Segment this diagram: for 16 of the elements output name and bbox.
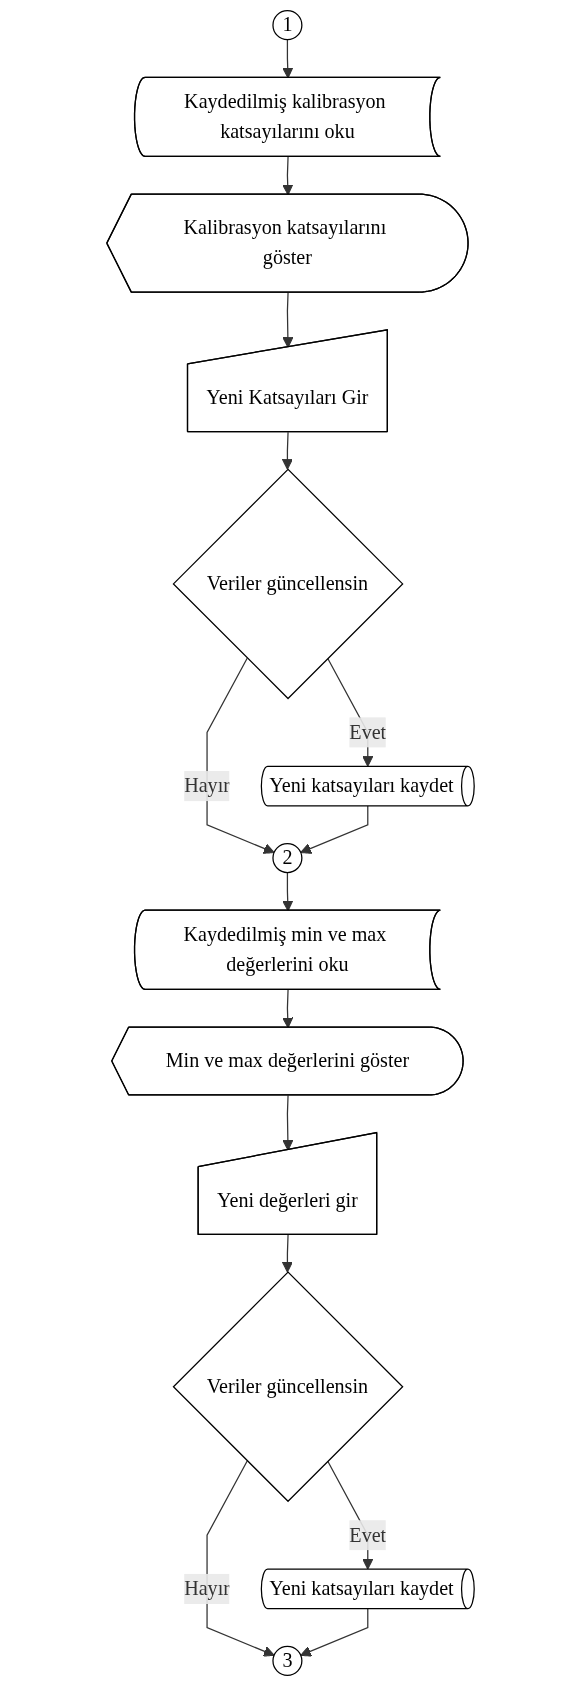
node-circle: 1 — [272, 10, 303, 41]
arrow — [281, 1234, 293, 1273]
edge-label: Evet — [349, 721, 387, 743]
node-text: Yeni katsayıları kaydet — [269, 774, 454, 797]
node-circle: 2 — [272, 843, 303, 874]
node-circle: 3 — [272, 1645, 303, 1676]
node-text: Yeni katsayıları kaydet — [269, 1577, 454, 1599]
node-diamond: Veriler güncellensin — [172, 468, 404, 700]
node-diamond: Veriler güncellensin — [172, 1271, 404, 1503]
edge-label: Hayır — [184, 774, 230, 797]
edge-label: Hayır — [184, 1577, 230, 1599]
arrow — [300, 1608, 369, 1657]
arrow — [282, 292, 294, 348]
edge-label: Evet — [349, 1523, 387, 1546]
arrow — [281, 431, 293, 470]
arrow — [300, 805, 369, 854]
